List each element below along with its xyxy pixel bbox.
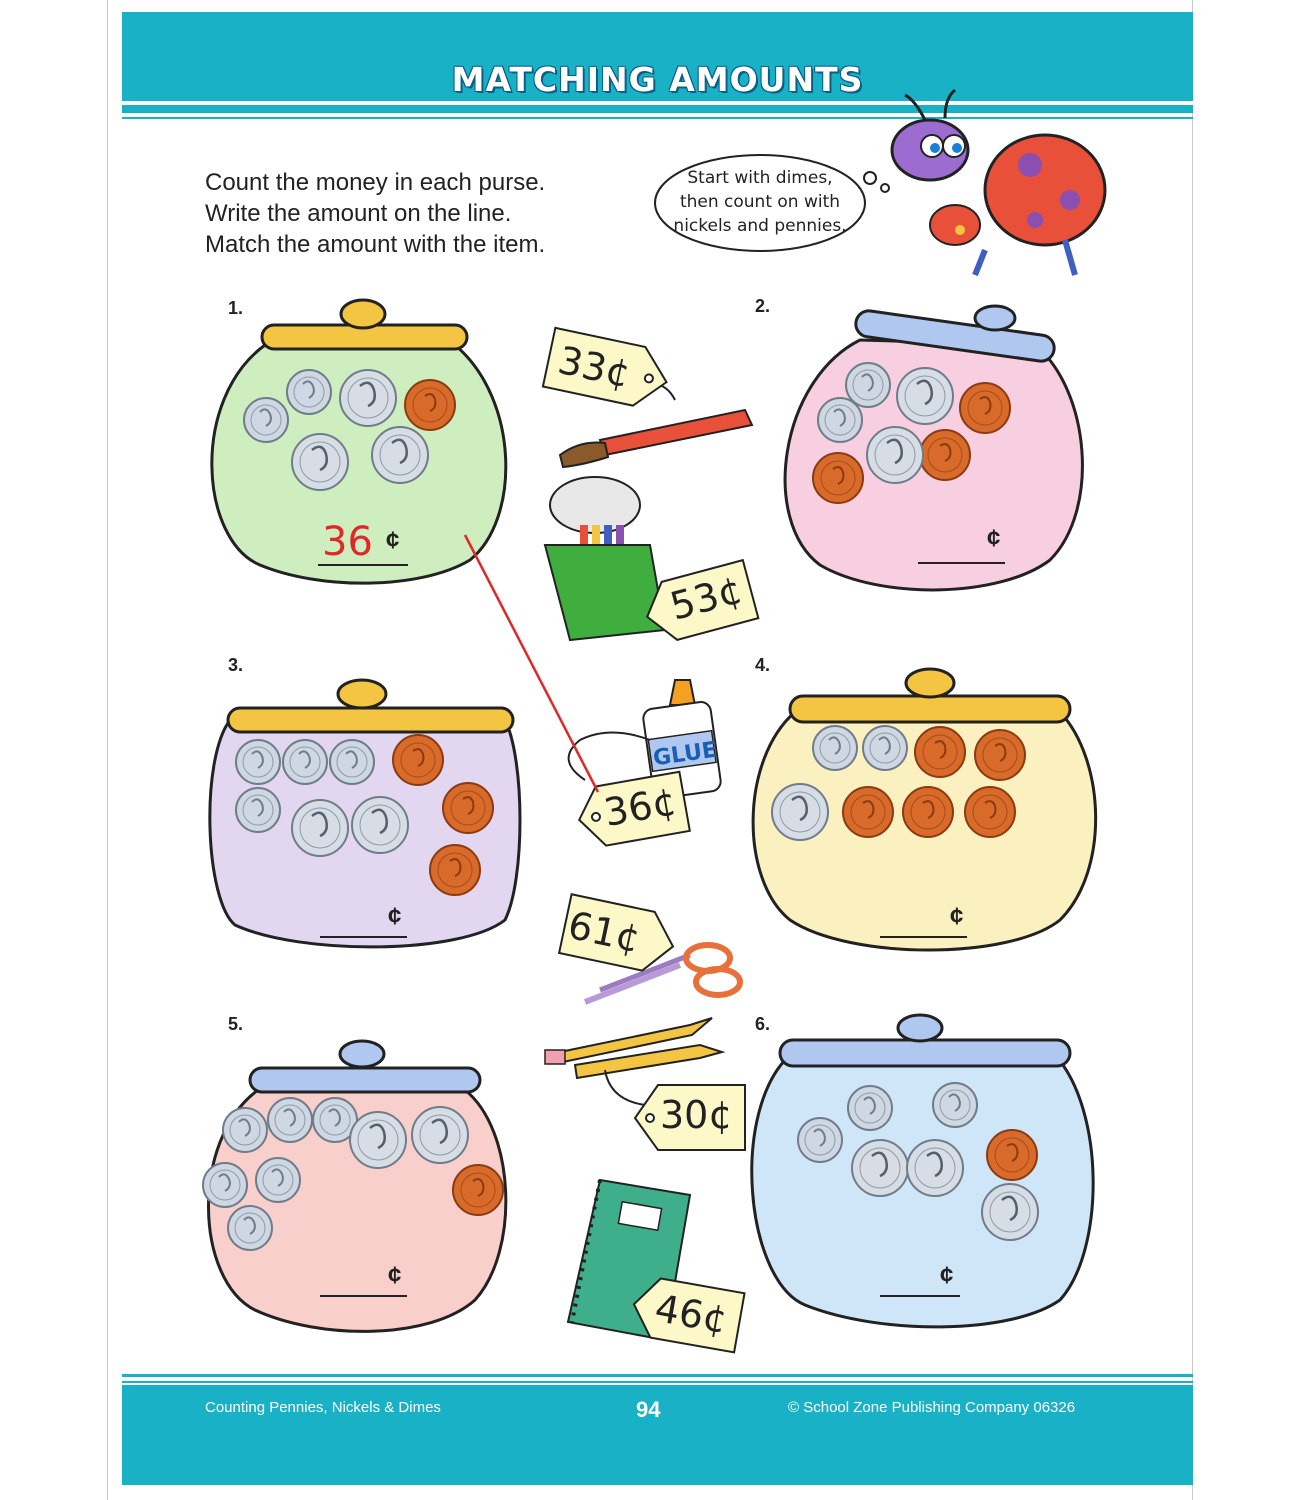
price-tag-30: [633, 1084, 746, 1151]
footer-copyright: © School Zone Publishing Company 06326: [788, 1399, 1076, 1416]
cent-sign: ¢: [950, 903, 964, 930]
price-tag-53: [645, 558, 760, 641]
header-stripe: [122, 101, 1193, 105]
footer-stripe: [122, 1374, 1193, 1377]
purse-number: 2.: [755, 296, 771, 316]
purse-3: [208, 678, 522, 949]
helper-line: Start with dimes,: [687, 168, 833, 188]
helper-bubble-text: Start with dimes, then count on with nic…: [672, 166, 848, 238]
cent-sign: ¢: [987, 525, 1001, 552]
instruction-line: Count the money in each purse.: [205, 169, 546, 196]
purse-number: 6.: [755, 1014, 771, 1034]
price-tag-33: [541, 326, 668, 407]
cent-sign: ¢: [386, 527, 400, 554]
helper-line: then count on with: [679, 192, 841, 212]
footer-band: [122, 1385, 1193, 1485]
crayon-box-item: [543, 476, 667, 642]
thought-bubble: [654, 154, 890, 252]
instruction-line: Write the amount on the line.: [205, 200, 512, 227]
purse-number: 1.: [228, 298, 244, 318]
price-tag-61: [557, 893, 675, 972]
header-band: [122, 12, 1193, 110]
price-label: 30¢: [660, 1093, 733, 1137]
purse-5: [202, 1039, 508, 1333]
cent-sign: ¢: [940, 1262, 954, 1289]
scissors-item: [583, 942, 743, 1005]
cent-sign: ¢: [388, 1262, 402, 1289]
page-title: MATCHING AMOUNTS: [451, 60, 864, 99]
instruction-line: Match the amount with the item.: [205, 231, 546, 258]
purse-6: [750, 1013, 1095, 1329]
price-tag-46: [632, 1277, 746, 1354]
footer-book-title: Counting Pennies, Nickels & Dimes: [205, 1399, 441, 1416]
purse-number: 5.: [228, 1014, 244, 1034]
match-line: [463, 534, 600, 793]
cent-sign: ¢: [388, 903, 402, 930]
answer-purse-1[interactable]: 36: [322, 519, 373, 565]
price-tag-36: [577, 770, 691, 847]
instructions: Count the money in each purse. Write the…: [205, 167, 545, 260]
purse-2: [783, 304, 1084, 592]
purse-number: 3.: [228, 655, 244, 675]
ladybug-mascot: [890, 88, 1107, 277]
purse-1: [210, 298, 508, 585]
header-stripe: [122, 110, 1193, 113]
pencils-item: [544, 1017, 726, 1106]
header-stripe: [122, 117, 1193, 119]
helper-line: nickels and pennies.: [673, 216, 847, 236]
page-border: [107, 0, 1193, 1500]
footer-stripe: [122, 1381, 1193, 1383]
purse-number: 4.: [755, 655, 771, 675]
purse-4: [751, 667, 1098, 952]
page-number: 94: [636, 1397, 661, 1422]
